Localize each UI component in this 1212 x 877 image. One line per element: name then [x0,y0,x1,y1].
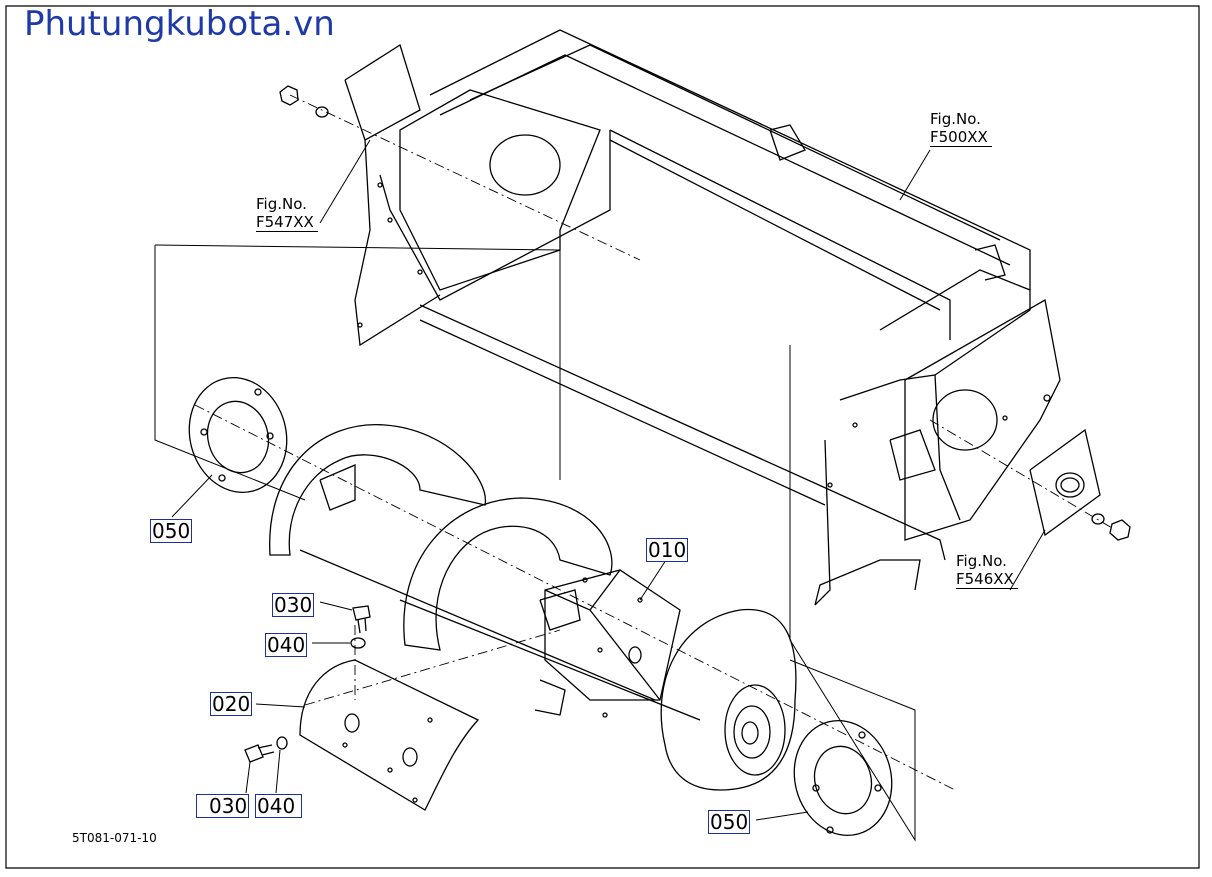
auger-assembly [270,425,796,790]
callout-030-top[interactable]: 030 [272,593,315,617]
callout-010[interactable]: 010 [646,538,689,562]
site-brand: Phutungkubota.vn [24,4,335,44]
washer-040-bottom [277,737,287,749]
callout-040-bottom[interactable]: 040 [255,794,303,818]
fig-ref-code: F546XX [956,570,1018,589]
fig-ref-f546xx[interactable]: Fig.No. F546XX [956,552,1018,589]
cover-plate [300,660,478,810]
bolt-030-bottom [245,745,274,762]
drawing-code: 5T081-071-10 [72,831,157,845]
right-guide-box [790,345,915,840]
leader-lines [172,140,1045,820]
flange-left [177,367,300,504]
callout-050-left[interactable]: 050 [150,519,193,543]
page-frame [6,6,1199,868]
fig-ref-label: Fig.No. [930,110,981,128]
fig-ref-label: Fig.No. [956,552,1007,570]
callout-020[interactable]: 020 [210,692,253,716]
callout-030-bottom[interactable]: 030 [196,794,250,818]
bolt-030-top [353,606,370,633]
callout-050-right[interactable]: 050 [708,810,751,834]
left-plate-hole [490,135,560,195]
fig-ref-code: F547XX [256,213,318,232]
fig-ref-label: Fig.No. [256,195,307,213]
center-axes [195,95,1112,790]
left-guide-box [155,245,560,500]
fig-ref-code: F500XX [930,128,992,147]
header-housing [280,30,1130,605]
right-plate-hole [933,390,997,450]
washer-040-top [351,638,365,648]
flange-right [782,710,905,847]
callout-040-top[interactable]: 040 [265,633,308,657]
fig-ref-f500xx[interactable]: Fig.No. F500XX [930,110,992,147]
fig-ref-f547xx[interactable]: Fig.No. F547XX [256,195,318,232]
